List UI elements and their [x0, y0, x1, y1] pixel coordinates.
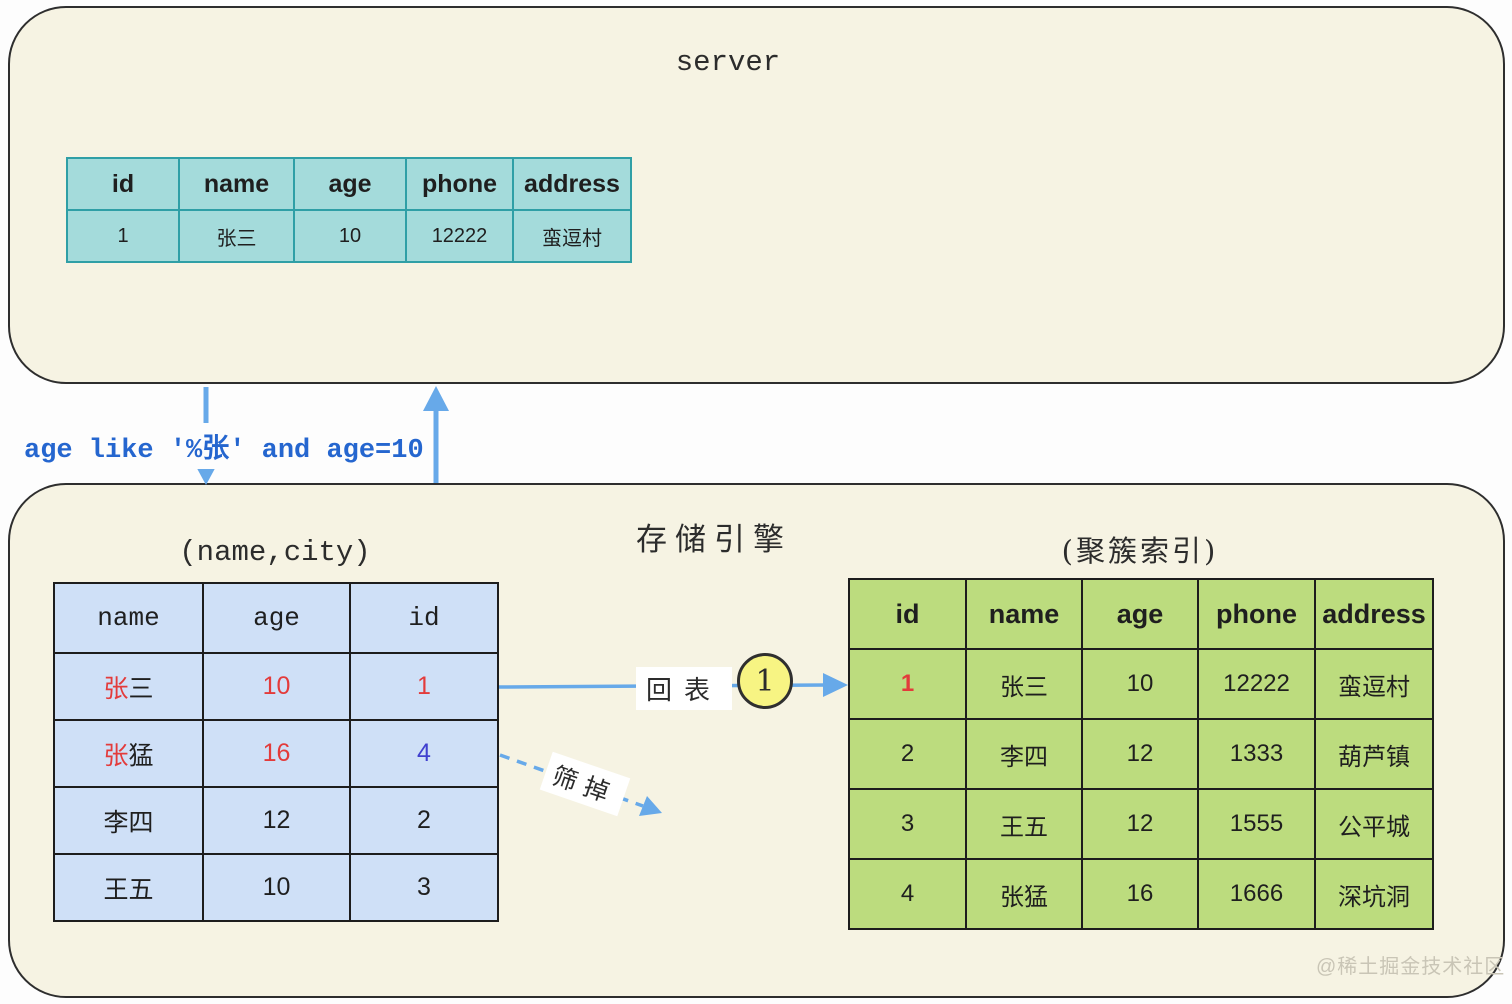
secondary-index-header-row: name age id — [53, 582, 499, 654]
table-cell: 12222 — [405, 209, 514, 263]
table-cell: 张三 — [965, 648, 1083, 720]
table-cell: 10 — [293, 209, 407, 263]
table-row: 1 张三 10 12222 蛮逗村 — [848, 648, 1434, 720]
storage-engine-title: 存储引擎 — [636, 522, 792, 558]
table-cell: 公平城 — [1314, 788, 1434, 860]
table-cell: 4 — [848, 858, 967, 930]
table-cell: 4 — [349, 719, 499, 788]
table-row: 王五 10 3 — [53, 853, 499, 922]
table-cell: 1555 — [1197, 788, 1316, 860]
table-cell: 10 — [1081, 648, 1199, 720]
column-header: address — [512, 157, 632, 211]
table-cell: 1 — [349, 652, 499, 721]
table-cell: 王五 — [53, 853, 204, 922]
table-cell: 深坑洞 — [1314, 858, 1434, 930]
back-to-table-label: 回表 — [636, 667, 733, 710]
column-header: id — [349, 582, 499, 654]
highlighted-text: 张 — [103, 741, 129, 770]
table-cell: 3 — [349, 853, 499, 922]
watermark: @稀土掘金技术社区 — [1316, 956, 1506, 978]
table-row: 2 李四 12 1333 葫芦镇 — [848, 718, 1434, 790]
table-cell: 1 — [66, 209, 180, 263]
table-cell: 16 — [202, 719, 351, 788]
table-cell: 张猛 — [965, 858, 1083, 930]
highlighted-text: 张 — [103, 674, 129, 703]
table-row: 李四 12 2 — [53, 786, 499, 855]
column-header: phone — [1197, 578, 1316, 650]
table-cell: 张猛 — [53, 719, 204, 788]
table-cell: 12222 — [1197, 648, 1316, 720]
table-cell: 1 — [848, 648, 967, 720]
table-cell: 2 — [349, 786, 499, 855]
table-cell: 蛮逗村 — [512, 209, 632, 263]
column-header: name — [965, 578, 1083, 650]
column-header: phone — [405, 157, 514, 211]
table-cell: 1666 — [1197, 858, 1316, 930]
table-cell: 张三 — [178, 209, 295, 263]
column-header: age — [293, 157, 407, 211]
column-header: id — [66, 157, 180, 211]
column-header: id — [848, 578, 967, 650]
clustered-index-header-row: id name age phone address — [848, 578, 1434, 650]
table-cell: 10 — [202, 853, 351, 922]
table-row: 张猛 16 4 — [53, 719, 499, 788]
column-header: name — [53, 582, 204, 654]
table-row: 3 王五 12 1555 公平城 — [848, 788, 1434, 860]
column-header: age — [1081, 578, 1199, 650]
clustered-index-title: (聚簇索引) — [1061, 534, 1219, 568]
table-cell: 12 — [202, 786, 351, 855]
table-cell: 2 — [848, 718, 967, 790]
table-cell: 葫芦镇 — [1314, 718, 1434, 790]
table-cell: 李四 — [53, 786, 204, 855]
table-cell: 10 — [202, 652, 351, 721]
table-cell: 李四 — [965, 718, 1083, 790]
secondary-index-table: name age id 张三 10 1 张猛 16 4 李四 12 2 王五 1… — [53, 582, 499, 922]
table-cell: 1333 — [1197, 718, 1316, 790]
table-row: 4 张猛 16 1666 深坑洞 — [848, 858, 1434, 930]
column-header: name — [178, 157, 295, 211]
table-row: 张三 10 1 — [53, 652, 499, 721]
server-table: id name age phone address 1 张三 10 12222 … — [66, 157, 632, 263]
row-id-badge: 1 — [737, 653, 793, 709]
table-cell: 12 — [1081, 718, 1199, 790]
column-header: address — [1314, 578, 1434, 650]
secondary-index-title: (name,city) — [179, 536, 371, 569]
server-table-header-row: id name age phone address — [66, 157, 632, 211]
server-table-row: 1 张三 10 12222 蛮逗村 — [66, 209, 632, 263]
server-box-title: server — [675, 46, 781, 79]
table-cell: 王五 — [965, 788, 1083, 860]
table-cell: 张三 — [53, 652, 204, 721]
table-cell: 3 — [848, 788, 967, 860]
table-cell: 12 — [1081, 788, 1199, 860]
table-cell: 蛮逗村 — [1314, 648, 1434, 720]
clustered-index-table: id name age phone address 1 张三 10 12222 … — [848, 578, 1434, 930]
column-header: age — [202, 582, 351, 654]
query-condition-label: age like '%张' and age=10 — [16, 423, 432, 469]
table-cell: 16 — [1081, 858, 1199, 930]
